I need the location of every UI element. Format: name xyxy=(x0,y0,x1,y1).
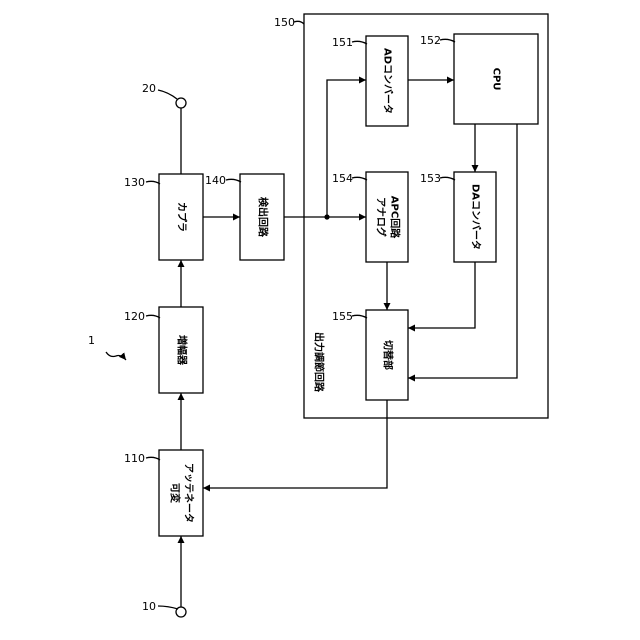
label-analog-apc-line1: アナログ xyxy=(375,197,388,237)
leader-amplifier xyxy=(146,315,160,318)
ref-coupler: 130 xyxy=(124,176,145,189)
leader-detector xyxy=(226,179,241,182)
label-attenuator-line2: アッテネータ xyxy=(183,463,195,523)
ref-output-terminal: 20 xyxy=(142,82,156,95)
ref-switch: 155 xyxy=(332,310,353,323)
analog-apc-block xyxy=(366,172,408,262)
label-coupler: カプラ xyxy=(176,202,189,232)
leader-analog-apc xyxy=(352,177,367,180)
label-da-converter: DAコンバータ xyxy=(470,184,482,250)
label-amplifier: 増幅器 xyxy=(176,335,189,366)
leader-ad-converter xyxy=(352,41,367,44)
leader-switch xyxy=(352,315,367,318)
ref-input-terminal: 10 xyxy=(142,600,156,613)
leader-output-terminal xyxy=(158,90,177,99)
label-power-control: 出力調節回路 xyxy=(313,332,326,393)
wire-junction-to-ad xyxy=(327,80,366,217)
leader-da-converter xyxy=(440,177,455,180)
attenuator-block xyxy=(159,450,203,536)
wire-switch-to-attenuator xyxy=(203,400,387,488)
label-detector: 検出回路 xyxy=(257,197,270,238)
leader-coupler xyxy=(146,181,160,184)
junction-dot xyxy=(324,214,329,219)
ref-power-control: 150 xyxy=(274,16,295,29)
output-terminal xyxy=(176,98,186,108)
ref-attenuator: 110 xyxy=(124,452,145,465)
label-attenuator-line1: 可変 xyxy=(169,483,182,504)
leader-cpu xyxy=(440,39,455,42)
ref-da-converter: 153 xyxy=(420,172,441,185)
ref-system: 1 xyxy=(88,334,95,347)
leader-attenuator xyxy=(146,457,160,460)
leader-system xyxy=(106,352,126,360)
label-cpu: CPU xyxy=(491,68,502,91)
ref-ad-converter: 151 xyxy=(332,36,353,49)
wire-da-to-switch xyxy=(408,262,475,328)
label-ad-converter: ADコンバータ xyxy=(382,48,394,114)
ref-analog-apc: 154 xyxy=(332,172,353,185)
leader-power-control xyxy=(294,21,304,24)
leader-input-terminal xyxy=(158,606,178,609)
ref-amplifier: 120 xyxy=(124,310,145,323)
ref-cpu: 152 xyxy=(420,34,441,47)
label-analog-apc-line2: APC回路 xyxy=(389,196,402,239)
label-switch: 切替部 xyxy=(382,340,395,370)
ref-detector: 140 xyxy=(205,174,226,187)
